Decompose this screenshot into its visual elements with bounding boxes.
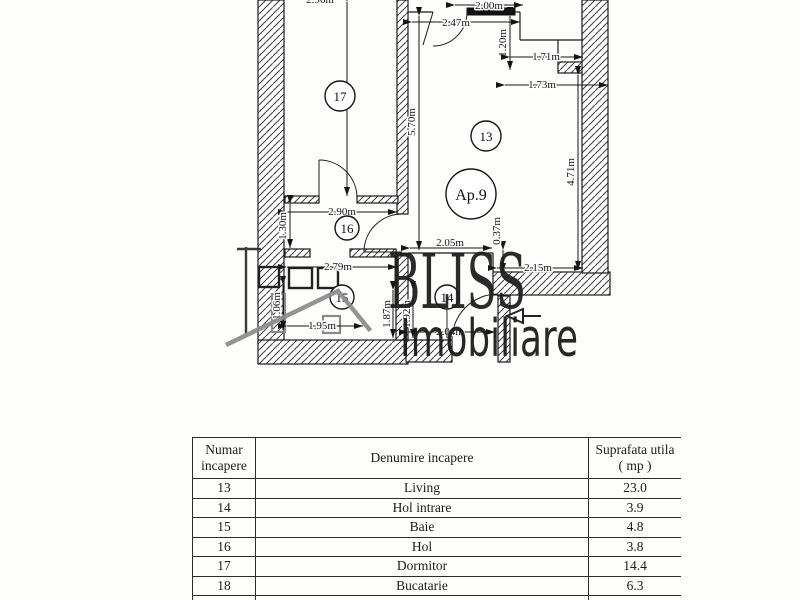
header-denumire-incapere: Denumire incapere — [255, 437, 589, 479]
dim-label-top-wall: 2.47m — [442, 17, 470, 29]
table-header-row: Numar incapere Denumire incapere Suprafa… — [192, 437, 681, 479]
door-arc-dormitor — [318, 159, 358, 199]
room-number-hol: 16 — [341, 221, 355, 236]
dim-label-dormitor-width: 2.90m — [328, 206, 356, 218]
dim-label-top-window: 2.00m — [475, 0, 503, 12]
cell-name: Dormitor — [255, 556, 589, 577]
cell-nr: 13 — [192, 478, 256, 499]
room-circle-hol — [334, 215, 360, 241]
cell-nr: 14 — [192, 497, 256, 518]
header-suprafata-line2: ( mp ) — [618, 458, 652, 473]
room-labels: 17 13 16 15 14 Ap.9 — [324, 80, 502, 338]
room-area-table: Numar incapere Denumire incapere Suprafa… — [192, 437, 681, 600]
bliss-logo: BLISS Imobiliare — [224, 237, 578, 369]
cell-area: 3.9 — [588, 497, 681, 518]
entrance-arrow-icon — [504, 307, 541, 325]
wall-r17-left — [284, 195, 320, 204]
fixture-square-2 — [287, 266, 314, 290]
wall-entry-step — [497, 295, 511, 363]
dim-label-top-cut: 2.96m — [306, 0, 334, 6]
cell-area: 3.8 — [588, 536, 681, 557]
apartment-circle — [445, 168, 497, 220]
wall-r16-right — [349, 248, 397, 258]
dim-label-baie-width-bottom: 1.95m — [308, 320, 336, 332]
cell-nr: 15 — [192, 517, 256, 538]
wall-top-right-step — [557, 61, 584, 74]
table-row: 14 Hol intrare 3.9 — [192, 497, 681, 518]
wall-right — [581, 0, 609, 274]
dim-label-top-right-v: 1.20m — [497, 29, 509, 57]
walls — [257, 0, 611, 365]
header-numar-line1: Numar — [205, 442, 243, 458]
logo-text-imobiliare: Imobiliare — [400, 309, 578, 369]
header-suprafata-line1: Suprafata utila — [595, 442, 675, 458]
header-numar-incapere: Numar incapere — [192, 437, 256, 479]
cell-nr: 18 — [192, 575, 256, 596]
wall-central-top — [396, 0, 409, 215]
cell-name: Bucatarie — [255, 575, 589, 596]
cell-area: 14.4 — [588, 556, 681, 577]
cell-nr: 16 — [192, 536, 256, 557]
cell-area: 4.8 — [588, 517, 681, 538]
dim-label-hol-intrare-width: 2.04m — [436, 326, 464, 338]
dim-label-living-width-bottom: 2.05m — [436, 237, 464, 249]
dim-label-bottom-right-width: 2.15m — [524, 262, 552, 274]
table-row: 17 Dormitor 14.4 — [192, 556, 681, 577]
dim-label-living-height: 5.70m — [406, 108, 418, 136]
dim-label-step-small: 0.37m — [491, 217, 503, 245]
wall-bottom-right — [492, 271, 611, 296]
wall-central-bottom — [395, 253, 409, 341]
doors — [318, 11, 499, 341]
cell-name: Hol intrare — [255, 497, 589, 518]
room-table: Numar incapere Denumire incapere Suprafa… — [192, 437, 681, 600]
room-number-dormitor: 17 — [334, 89, 348, 104]
table-row: 16 Hol 3.8 — [192, 536, 681, 557]
room-number-living: 13 — [480, 129, 493, 144]
wall-r17-right — [356, 195, 399, 204]
dim-label-living-right-height: 4.71m — [565, 158, 577, 186]
table-row: 13 Living 23.0 — [192, 478, 681, 499]
fixture-square-1 — [257, 265, 281, 289]
table-row-partial — [192, 595, 681, 600]
wall-bottom-left — [257, 339, 409, 365]
dim-label-baie-width-top: 2.79m — [324, 261, 352, 273]
dim-label-right-step-2: 1.73m — [528, 79, 556, 91]
dim-label-hol-intrare-height: 1.92m — [401, 300, 413, 328]
door-arc-balcony — [432, 11, 468, 47]
room-circle-living — [470, 120, 502, 152]
room-number-hol-intrare: 14 — [441, 290, 455, 305]
cell-nr: 17 — [192, 556, 256, 577]
cell-area: 23.0 — [588, 478, 681, 499]
dim-label-right-step-1: 1.71m — [532, 51, 560, 63]
dim-label-hol-height: 1.30m — [277, 212, 289, 240]
cell-name: Baie — [255, 517, 589, 538]
wall-bottom-mid — [405, 339, 453, 363]
dimensions: 2.96m 2.00m 2.47m 1.20m 1.71m 1.73m 4.97… — [270, 0, 608, 340]
cell-area: 6.3 — [588, 575, 681, 596]
table-row: 18 Bucatarie 6.3 — [192, 575, 681, 596]
door-leaf-balcony — [422, 11, 434, 46]
wall-r16-left — [284, 248, 311, 258]
room-circle-dormitor — [324, 80, 356, 112]
header-suprafata-utila: Suprafata utila ( mp ) — [588, 437, 681, 479]
dim-label-baie-left-height: 1.06m — [271, 292, 283, 320]
apartment-number: Ap.9 — [455, 187, 487, 204]
cell-name: Living — [255, 478, 589, 499]
dim-label-baie-right-height: 1.87m — [381, 300, 393, 328]
logo-text-bliss: BLISS — [388, 237, 526, 326]
logo-house-roof-icon — [224, 288, 373, 348]
table-row: 15 Baie 4.8 — [192, 517, 681, 538]
header-numar-line2: incapere — [201, 458, 247, 473]
cell-name: Hol — [255, 536, 589, 557]
